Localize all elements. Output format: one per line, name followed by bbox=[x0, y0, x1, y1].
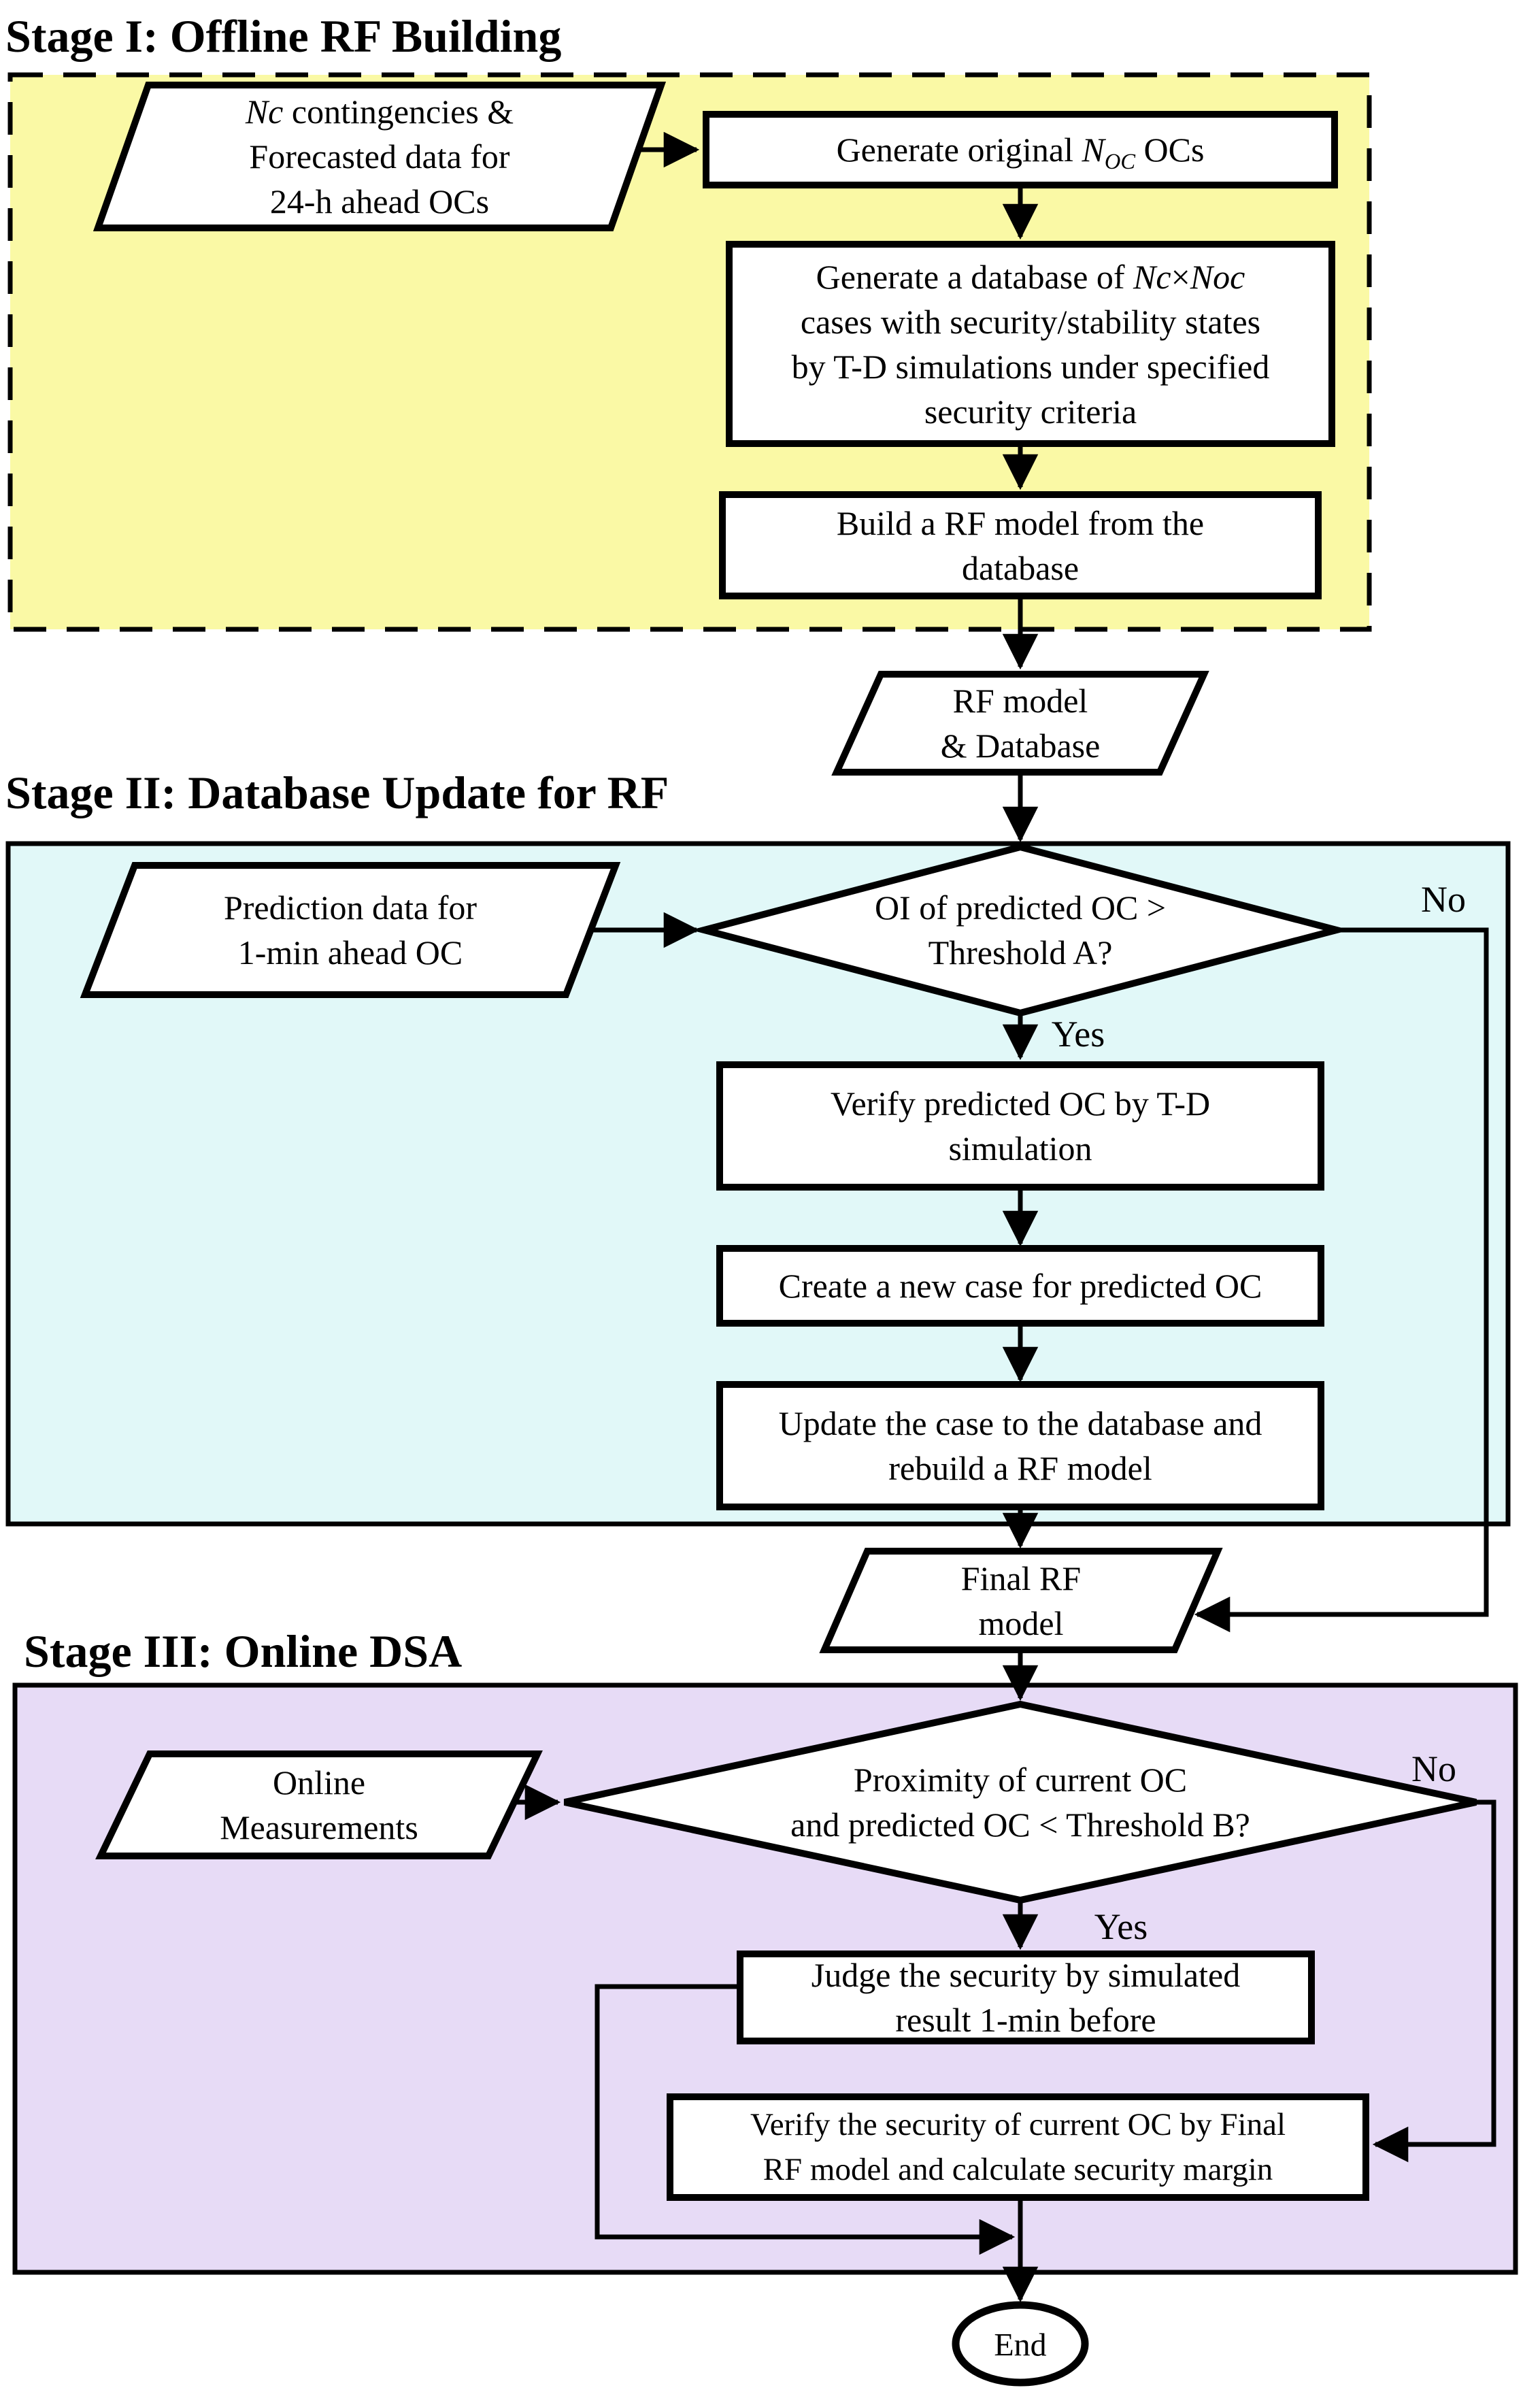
text-line: and predicted OC < Threshold B? bbox=[790, 1806, 1250, 1844]
update-case-shape bbox=[716, 1381, 1324, 1510]
generate-database-shape bbox=[726, 241, 1335, 447]
judge-security-text: Judge the security by simulated result 1… bbox=[740, 1954, 1311, 2041]
text-line: RF model bbox=[952, 682, 1088, 720]
prediction-data-input-shape bbox=[80, 862, 621, 998]
contingencies-input-shape bbox=[93, 82, 667, 231]
text-line: 24-h ahead OCs bbox=[269, 182, 490, 220]
end-terminator-label: End bbox=[994, 2327, 1047, 2363]
text-line: Verify predicted OC by T-D bbox=[830, 1084, 1211, 1123]
build-rf-model-shape bbox=[719, 491, 1322, 599]
decision1-no-label: No bbox=[1421, 879, 1466, 920]
text-line: simulation bbox=[948, 1129, 1092, 1167]
oi-threshold-decision-text: OI of predicted OC > Threshold A? bbox=[704, 847, 1337, 1013]
text-line: RF model and calculate security margin bbox=[763, 2152, 1273, 2187]
stage1-title: Stage I: Offline RF Building bbox=[5, 10, 562, 62]
text-line: Generate a database of Nc×Noc bbox=[816, 257, 1245, 296]
build-rf-model-text: Build a RF model from the database bbox=[722, 495, 1318, 596]
contingencies-input-text: Nc contingencies & Forecasted data for 2… bbox=[98, 85, 661, 228]
text-line: Threshold A? bbox=[928, 933, 1113, 972]
rf-model-database-text: RF model & Database bbox=[837, 674, 1204, 772]
verify-predicted-oc-shape bbox=[716, 1061, 1324, 1191]
prediction-data-input-text: Prediction data for 1-min ahead OC bbox=[85, 865, 616, 995]
verify-security-shape bbox=[667, 2093, 1369, 2201]
generate-database-text: Generate a database of Nc×Noc cases with… bbox=[729, 244, 1332, 444]
text-line: Judge the security by simulated bbox=[811, 1956, 1241, 1994]
text-line: Proximity of current OC bbox=[853, 1761, 1188, 1799]
text-line: 1-min ahead OC bbox=[237, 933, 463, 972]
verify-security-text: Verify the security of current OC by Fin… bbox=[670, 2097, 1366, 2197]
text-line: Final RF bbox=[960, 1559, 1082, 1597]
decision1-yes-label: Yes bbox=[1051, 1014, 1105, 1055]
oi-threshold-decision-shape bbox=[690, 843, 1350, 1017]
text-line: model bbox=[978, 1604, 1064, 1642]
loop-judge-to-endline bbox=[595, 1984, 1016, 2255]
generate-ocs-shape bbox=[703, 111, 1338, 188]
online-measurements-shape bbox=[95, 1750, 543, 1859]
text-line: database bbox=[961, 548, 1079, 587]
text-line: Build a RF model from the bbox=[836, 503, 1205, 542]
text-line: Prediction data for bbox=[223, 889, 478, 927]
create-new-case-shape bbox=[716, 1245, 1324, 1327]
text-line: Verify the security of current OC by Fin… bbox=[750, 2107, 1286, 2142]
text-line: security criteria bbox=[924, 392, 1137, 431]
text-line: cases with security/stability states bbox=[800, 302, 1261, 341]
text-line: by T-D simulations under specified bbox=[791, 347, 1270, 386]
proximity-decision-shape bbox=[563, 1700, 1477, 1904]
no-branch-decision2-path bbox=[1372, 1799, 1496, 2163]
update-case-text: Update the case to the database and rebu… bbox=[720, 1384, 1321, 1507]
text-line: result 1-min before bbox=[895, 2001, 1156, 2039]
judge-security-shape bbox=[737, 1951, 1315, 2044]
text-line: Create a new case for predicted OC bbox=[778, 1267, 1262, 1305]
text-line: Forecasted data for bbox=[249, 137, 510, 176]
stage3-title: Stage III: Online DSA bbox=[24, 1625, 463, 1677]
text-line: Online bbox=[272, 1763, 366, 1802]
end-terminator-shape bbox=[952, 2301, 1089, 2387]
text-line: & Database bbox=[940, 727, 1101, 765]
create-new-case-text: Create a new case for predicted OC bbox=[720, 1248, 1321, 1323]
proximity-decision-text: Proximity of current OC and predicted OC… bbox=[565, 1704, 1476, 1900]
verify-predicted-oc-text: Verify predicted OC by T-D simulation bbox=[720, 1065, 1321, 1187]
rf-model-database-shape bbox=[831, 671, 1209, 776]
decision2-no-label: No bbox=[1411, 1748, 1456, 1789]
final-rf-model-text: Final RF model bbox=[824, 1551, 1218, 1650]
text-line: rebuild a RF model bbox=[888, 1449, 1152, 1487]
stage2-title: Stage II: Database Update for RF bbox=[5, 767, 669, 818]
text-line: Measurements bbox=[220, 1808, 418, 1846]
online-measurements-text: Online Measurements bbox=[101, 1754, 537, 1856]
final-rf-model-shape bbox=[819, 1548, 1223, 1653]
decision2-yes-label: Yes bbox=[1094, 1906, 1148, 1947]
text-line: Generate original NOC OCs bbox=[836, 131, 1205, 174]
text-line: Update the case to the database and bbox=[778, 1404, 1262, 1442]
text-line: OI of predicted OC > bbox=[874, 889, 1167, 927]
generate-ocs-text: Generate original NOC OCs bbox=[706, 114, 1335, 185]
no-branch-decision1-path bbox=[1194, 927, 1489, 1633]
text-line: Nc contingencies & bbox=[245, 93, 514, 131]
